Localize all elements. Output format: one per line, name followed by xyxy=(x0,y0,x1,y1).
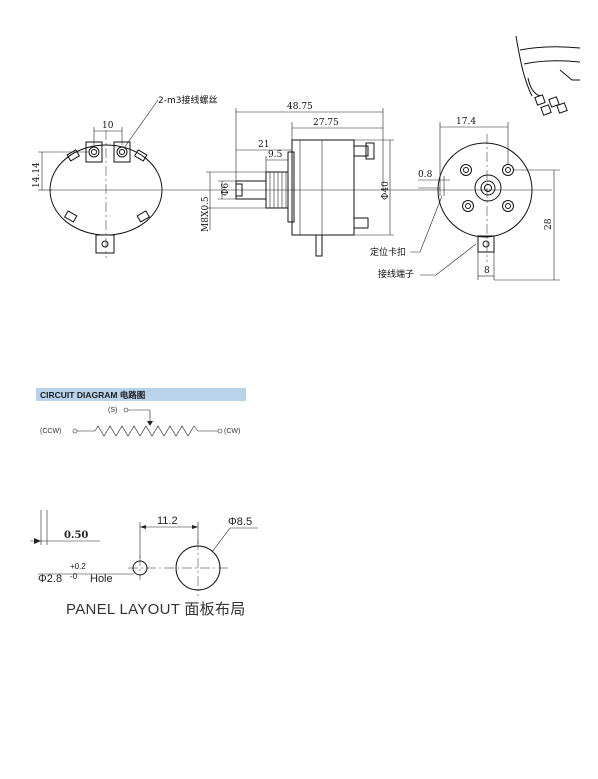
rear-terminal-ring xyxy=(502,164,514,176)
side-dim-shaft: 21 xyxy=(258,140,269,150)
panel-hole-tol-upper: +0.2 xyxy=(70,562,86,571)
rear-lug-hole xyxy=(482,240,490,248)
rear-view: 17.4 28 8 xyxy=(437,117,560,281)
rear-terminal-ring xyxy=(502,200,514,212)
iso-outline xyxy=(515,35,533,97)
iso-terminal xyxy=(534,94,546,106)
rear-hub-core xyxy=(484,184,492,192)
side-leader-locator xyxy=(410,195,443,253)
circuit-cw-node xyxy=(217,428,223,434)
iso-outline xyxy=(527,77,541,97)
front-dim-width: 10 xyxy=(102,121,114,131)
iso-terminal xyxy=(548,96,560,108)
iso-terminal xyxy=(556,102,568,114)
panel-dim-leader xyxy=(211,527,231,553)
side-bushing-thread xyxy=(269,172,287,208)
front-terminal-screw-core xyxy=(91,149,97,155)
rear-hub xyxy=(474,174,502,202)
front-rim-tab xyxy=(63,210,78,223)
panel-dim-big-hole: Φ8.5 xyxy=(228,516,252,528)
side-terminal xyxy=(353,217,369,229)
side-body xyxy=(291,139,355,236)
front-lug-hole xyxy=(101,240,109,248)
front-terminal-screw-core xyxy=(119,149,125,155)
front-terminal-screw xyxy=(88,146,100,158)
side-terminal-screw xyxy=(365,142,375,160)
circuit-wiper-arrow xyxy=(147,421,153,426)
front-view: 10 14.14 2-m3接线螺丝 xyxy=(32,94,217,258)
iso-outline xyxy=(559,69,580,81)
side-dim-bush-dia: M8X0.5 xyxy=(201,196,211,232)
circuit-diagram: CIRCUIT DIAGRAM 电路图 (S) (CCW) (CW) xyxy=(36,388,246,437)
circuit-heading: CIRCUIT DIAGRAM 电路图 xyxy=(40,390,145,400)
rear-terminal-core xyxy=(505,203,511,209)
side-view: 48.75 27.75 21 9.5 Φ6 M8X0.5 Φ40 0.8 定位卡… xyxy=(201,102,477,280)
circuit-heading-bar xyxy=(36,388,246,401)
front-bottom-lug xyxy=(95,234,115,254)
panel-thickness-arrow xyxy=(34,538,41,544)
side-dim-body-dia: Φ40 xyxy=(381,181,391,200)
rear-terminal-ring xyxy=(460,164,472,176)
side-dim-thread: 9.5 xyxy=(268,150,283,160)
side-dim-body: 27.75 xyxy=(313,118,339,128)
side-dim-shaft-dia: Φ6 xyxy=(221,183,231,196)
front-rim-tab xyxy=(66,149,81,162)
panel-dim-thickness: 0.50 xyxy=(64,530,88,541)
front-dim-height: 14.14 xyxy=(32,162,42,188)
isometric-view-partial xyxy=(515,35,581,116)
rear-terminal-core xyxy=(465,203,471,209)
circuit-wiper-arm xyxy=(128,409,151,424)
rear-dim-height: 28 xyxy=(544,218,554,230)
rear-terminal-ring xyxy=(462,200,474,212)
circuit-wiper-node xyxy=(123,407,129,413)
front-thread-label: 2-m3接线螺丝 xyxy=(158,94,217,106)
rear-dim-width: 17.4 xyxy=(456,117,476,127)
side-terminal xyxy=(353,145,369,157)
front-rim-tab xyxy=(136,210,151,223)
front-terminal-screw xyxy=(116,146,128,158)
side-dim-tab: 0.8 xyxy=(418,170,433,180)
rear-dim-tab: 8 xyxy=(484,266,490,276)
rear-body-outline xyxy=(437,142,533,238)
circuit-ccw-label: (CCW) xyxy=(40,428,61,435)
panel-dim-arrow xyxy=(192,525,198,529)
side-leader-terminal xyxy=(420,243,477,276)
panel-layout: 0.50 11.2 Φ8.5 Φ2.8 +0.2 -0 Hole PANEL L… xyxy=(30,510,258,618)
circuit-wiper-label: (S) xyxy=(108,407,117,414)
rear-bottom-lug xyxy=(477,235,495,253)
iso-terminal xyxy=(540,104,552,116)
circuit-ccw-node xyxy=(72,428,78,434)
panel-hole-suffix: Hole xyxy=(90,573,113,585)
panel-dim-arrow xyxy=(140,525,146,529)
rear-terminal-core xyxy=(505,167,511,173)
front-leader xyxy=(123,99,159,149)
panel-title: PANEL LAYOUT 面板布局 xyxy=(66,600,246,618)
panel-hole-prefix: Φ2.8 xyxy=(38,573,62,585)
circuit-cw-label: (CW) xyxy=(224,428,240,435)
iso-outline xyxy=(519,46,581,51)
side-label-terminal: 接线端子 xyxy=(378,268,414,280)
rear-hub-inner xyxy=(480,180,496,196)
side-bottom-lug xyxy=(315,235,323,257)
rear-terminal-core xyxy=(463,167,469,173)
circuit-resistor xyxy=(94,425,199,437)
iso-outline xyxy=(523,60,581,65)
side-flange xyxy=(287,151,295,223)
side-shaft-flat xyxy=(235,183,243,197)
panel-hole-tol-lower: -0 xyxy=(70,572,78,581)
front-rim-tab xyxy=(133,149,148,162)
side-label-locator: 定位卡扣 xyxy=(370,246,406,258)
side-dim-total: 48.75 xyxy=(287,102,313,112)
panel-dim-spacing: 11.2 xyxy=(157,515,178,527)
